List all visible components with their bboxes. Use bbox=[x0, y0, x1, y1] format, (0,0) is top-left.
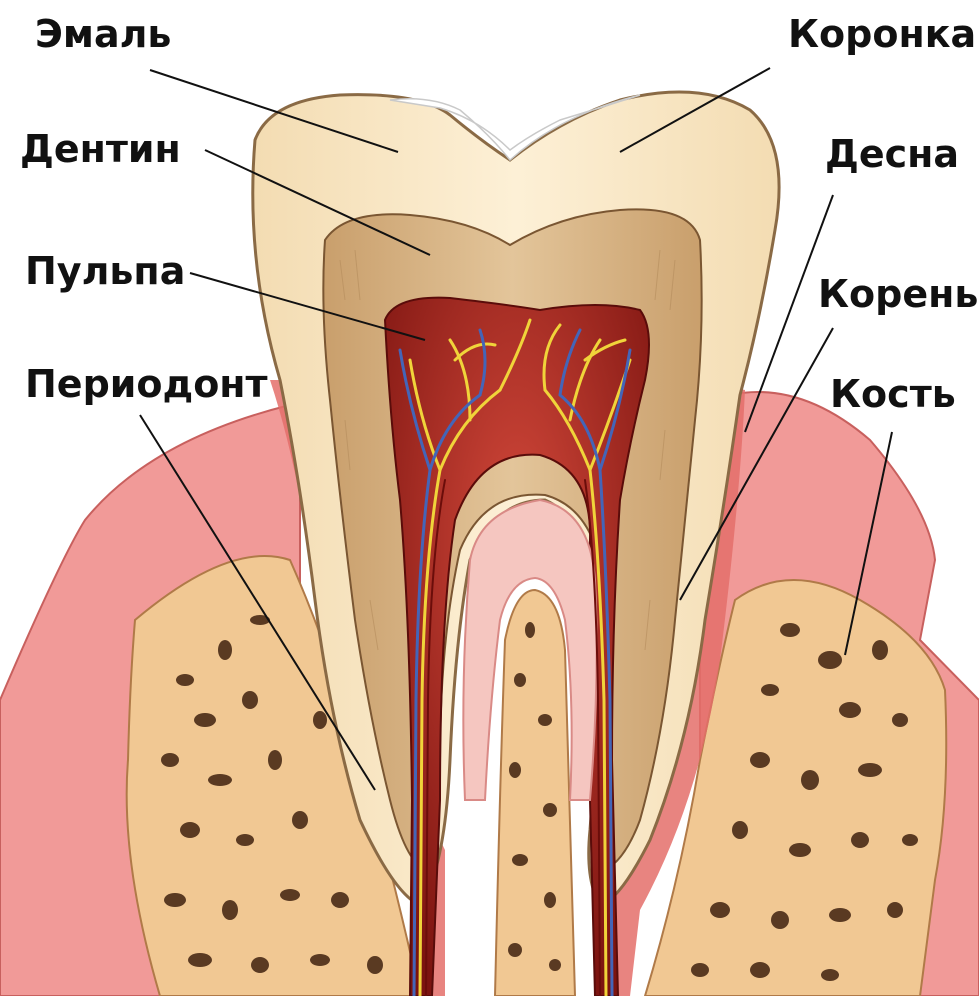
label-dentin: Дентин bbox=[20, 130, 181, 168]
label-pulp: Пульпа bbox=[25, 252, 185, 290]
bone-middle bbox=[495, 590, 575, 996]
label-enamel: Эмаль bbox=[35, 15, 171, 53]
label-crown: Коронка bbox=[788, 15, 976, 53]
label-periodontium: Периодонт bbox=[25, 365, 268, 403]
label-gum: Десна bbox=[825, 135, 959, 173]
label-root: Корень bbox=[818, 275, 978, 313]
label-bone: Кость bbox=[830, 375, 956, 413]
